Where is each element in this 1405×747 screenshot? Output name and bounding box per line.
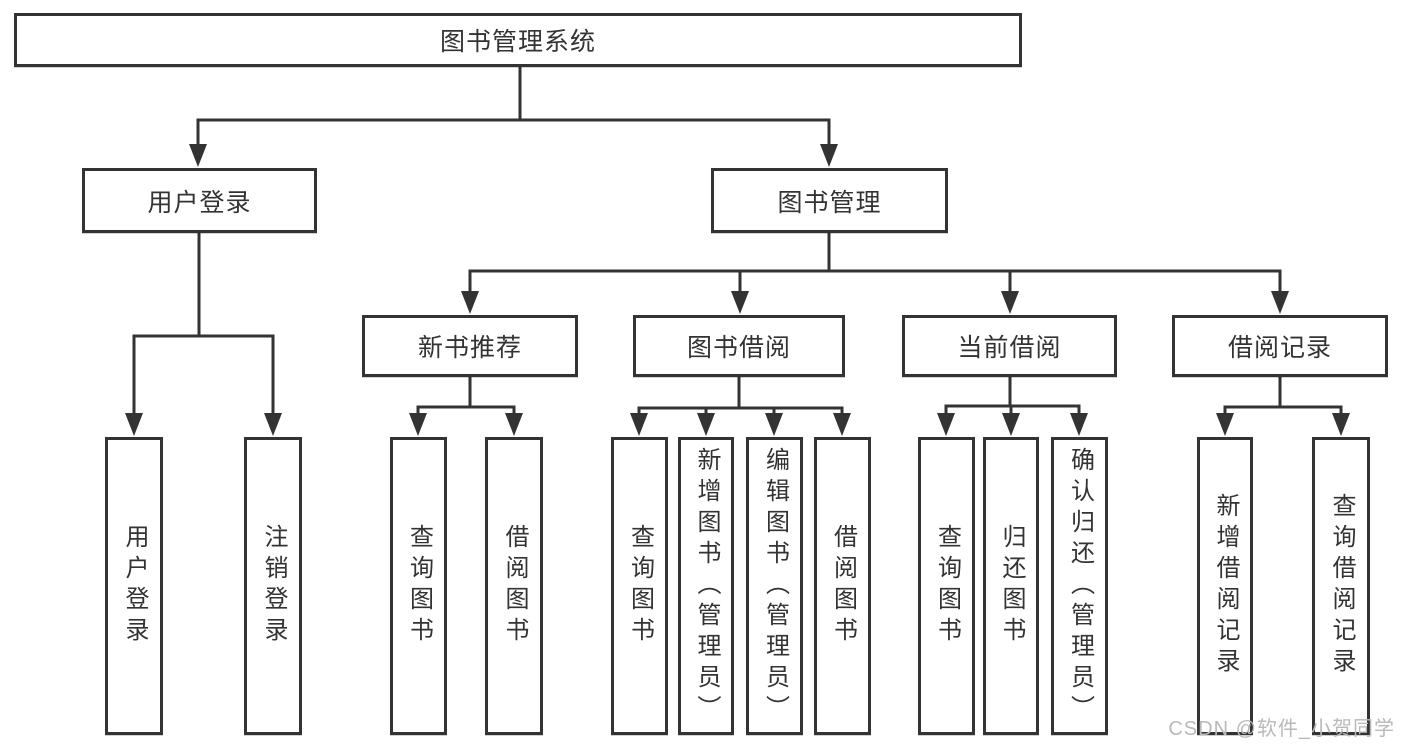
leaf-logout-label: 注销登录 xyxy=(260,524,287,648)
watermark: CSDN @软件_小贺同学 xyxy=(1168,718,1395,740)
leaf-current-query: 查询图书 xyxy=(918,437,975,735)
leaf-current-confirm-admin-label: 确认归还（管理员） xyxy=(1066,446,1094,726)
leaf-borrowing-add-admin: 新增图书（管理员） xyxy=(678,437,734,735)
leaf-newbook-borrow: 借阅图书 xyxy=(485,437,543,735)
node-user-login-label: 用户登录 xyxy=(147,188,252,217)
leaf-newbook-query-label: 查询图书 xyxy=(405,524,433,648)
node-borrow-records-label: 借阅记录 xyxy=(1227,334,1332,362)
node-root: 图书管理系统 xyxy=(14,13,1022,67)
connector-paths xyxy=(132,66,1343,415)
leaf-current-return: 归还图书 xyxy=(983,437,1039,735)
leaf-borrowing-edit-admin-label: 编辑图书（管理员） xyxy=(761,446,789,726)
leaf-borrowing-add-admin-label: 新增图书（管理员） xyxy=(693,446,720,726)
node-current-borrow: 当前借阅 xyxy=(902,315,1117,377)
leaf-records-add-label: 新增借阅记录 xyxy=(1212,493,1239,679)
node-book-management: 图书管理 xyxy=(711,168,948,233)
leaf-borrowing-borrow: 借阅图书 xyxy=(814,437,871,735)
arrowheads xyxy=(125,144,1350,436)
leaf-logout: 注销登录 xyxy=(244,437,302,735)
leaf-user-login: 用户登录 xyxy=(105,437,163,735)
node-root-label: 图书管理系统 xyxy=(439,28,596,56)
node-user-login: 用户登录 xyxy=(82,168,317,233)
node-book-borrowing-label: 图书借阅 xyxy=(686,334,791,362)
leaf-records-query: 查询借阅记录 xyxy=(1312,437,1370,735)
leaf-newbook-query: 查询图书 xyxy=(390,437,447,735)
node-new-book-recommend-label: 新书推荐 xyxy=(417,334,522,362)
leaf-newbook-borrow-label: 借阅图书 xyxy=(501,524,528,648)
leaf-current-confirm-admin: 确认归还（管理员） xyxy=(1051,437,1108,735)
leaf-borrowing-query-label: 查询图书 xyxy=(626,524,654,648)
leaf-borrowing-borrow-label: 借阅图书 xyxy=(829,524,857,648)
leaf-user-login-label: 用户登录 xyxy=(121,524,148,648)
node-current-borrow-label: 当前借阅 xyxy=(957,334,1062,362)
node-new-book-recommend: 新书推荐 xyxy=(362,315,578,377)
node-borrow-records: 借阅记录 xyxy=(1172,315,1388,377)
leaf-borrowing-query: 查询图书 xyxy=(611,437,668,735)
leaf-records-query-label: 查询借阅记录 xyxy=(1328,493,1355,679)
leaf-current-return-label: 归还图书 xyxy=(998,524,1025,648)
node-book-borrowing: 图书借阅 xyxy=(633,315,845,377)
leaf-records-add: 新增借阅记录 xyxy=(1197,437,1253,735)
node-book-management-label: 图书管理 xyxy=(777,188,882,217)
leaf-borrowing-edit-admin: 编辑图书（管理员） xyxy=(746,437,803,735)
leaf-current-query-label: 查询图书 xyxy=(933,524,961,648)
